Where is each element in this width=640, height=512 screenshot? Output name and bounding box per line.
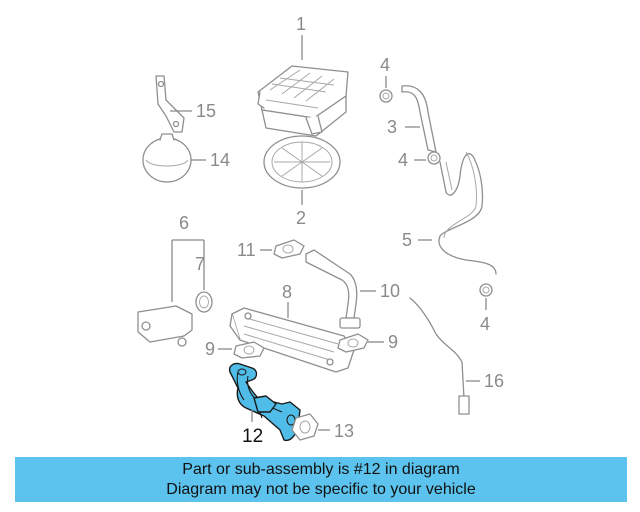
callout-2: 2 — [296, 208, 306, 228]
part-2-filter-element[interactable] — [263, 135, 341, 189]
callout-4a: 4 — [380, 55, 390, 75]
parts-diagram: 1 2 15 14 4 3 4 — [137, 14, 504, 447]
part-5-tube[interactable] — [438, 151, 497, 275]
part-4-clamp-top[interactable] — [379, 89, 393, 103]
part-9-gasket-left[interactable] — [233, 341, 265, 359]
callout-14: 14 — [210, 150, 230, 170]
callout-12: 12 — [242, 426, 263, 447]
part-4-clamp-mid[interactable] — [427, 151, 441, 165]
info-banner: Part or sub-assembly is #12 in diagram D… — [15, 457, 627, 502]
part-14-reservoir[interactable] — [142, 133, 192, 183]
part-9-gasket-right[interactable] — [337, 333, 369, 353]
part-10-pipe[interactable] — [305, 249, 361, 329]
part-16-sensor[interactable] — [409, 297, 470, 415]
part-3-hose[interactable] — [401, 85, 437, 153]
callout-4b: 4 — [398, 150, 408, 170]
part-4-clamp-low[interactable] — [479, 283, 493, 297]
part-6-valve[interactable] — [137, 305, 193, 347]
callout-9b: 9 — [388, 332, 398, 352]
callout-9a: 9 — [205, 339, 215, 359]
callout-4c: 4 — [480, 314, 490, 334]
callout-13: 13 — [334, 421, 354, 441]
callout-11: 11 — [237, 240, 256, 260]
callout-15: 15 — [196, 101, 216, 121]
part-1-air-box[interactable] — [257, 65, 349, 137]
part-12-egr-tube-highlighted[interactable] — [228, 362, 301, 442]
part-7-oring[interactable] — [195, 291, 213, 313]
part-11-gasket[interactable] — [273, 239, 305, 259]
callout-8: 8 — [282, 282, 292, 302]
banner-line-1: Part or sub-assembly is #12 in diagram — [182, 461, 460, 478]
callout-10: 10 — [380, 281, 400, 301]
callout-16: 16 — [484, 371, 504, 391]
callout-6: 6 — [179, 213, 189, 233]
callout-5: 5 — [402, 230, 412, 250]
callout-7: 7 — [195, 254, 205, 274]
callout-3: 3 — [387, 117, 397, 137]
part-15-bracket[interactable] — [155, 75, 185, 133]
leader-6 — [171, 239, 205, 302]
part-13-gasket[interactable] — [291, 413, 319, 441]
callout-1: 1 — [296, 14, 306, 34]
part-8-cooler[interactable] — [229, 307, 355, 373]
banner-line-2: Diagram may not be specific to your vehi… — [166, 481, 476, 498]
